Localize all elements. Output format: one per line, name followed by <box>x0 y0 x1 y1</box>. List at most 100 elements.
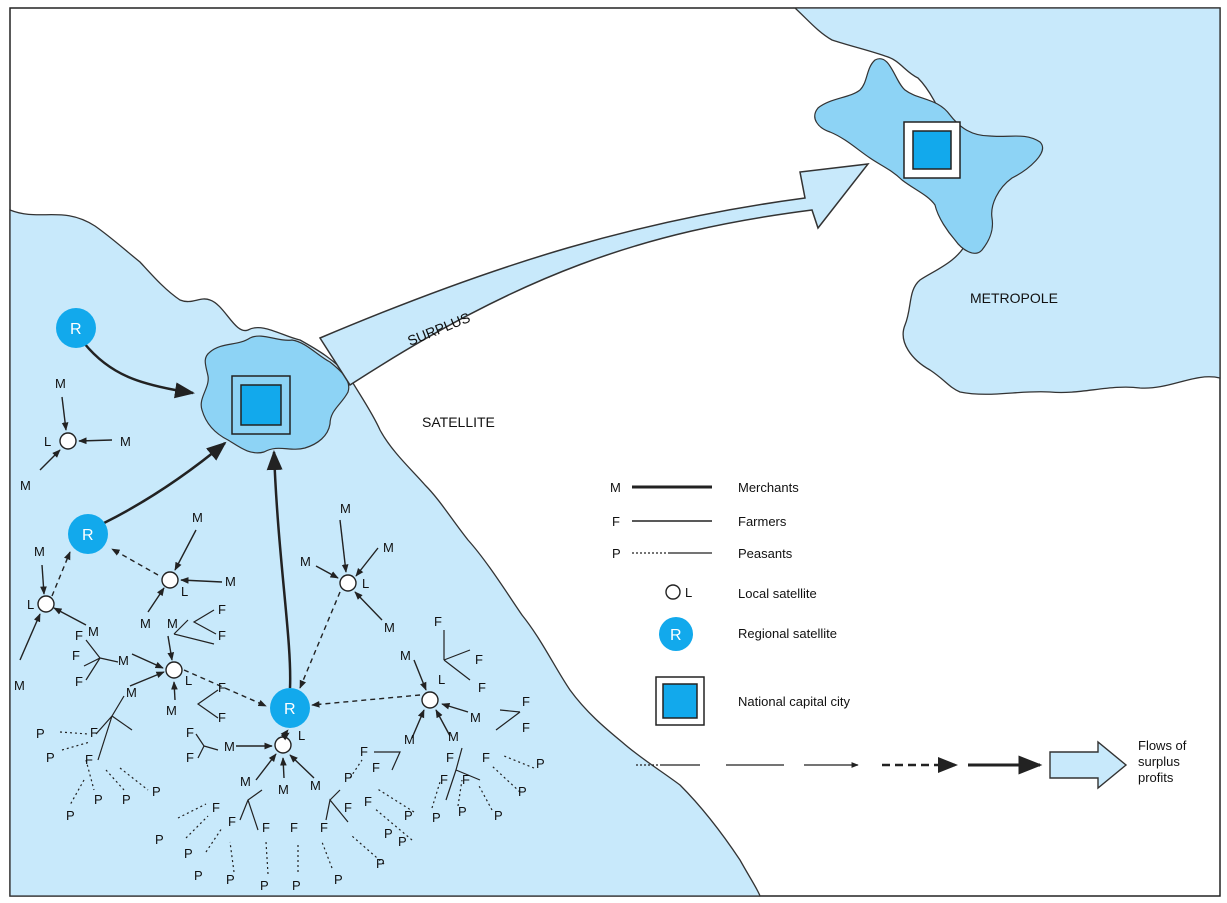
svg-text:F: F <box>482 750 490 765</box>
metropole-region <box>793 7 1221 395</box>
svg-text:P: P <box>494 808 503 823</box>
svg-text:M: M <box>300 554 311 569</box>
svg-text:M: M <box>55 376 66 391</box>
farmer-letters: F F F F F F F F F F F F F F F F F F F F … <box>72 602 530 835</box>
svg-text:P: P <box>458 804 467 819</box>
svg-text:Flows of: Flows of <box>1138 738 1187 753</box>
svg-text:P: P <box>46 750 55 765</box>
svg-text:L: L <box>438 672 445 687</box>
svg-text:F: F <box>440 772 448 787</box>
svg-text:F: F <box>75 674 83 689</box>
svg-text:M: M <box>383 540 394 555</box>
svg-text:P: P <box>122 792 131 807</box>
svg-text:P: P <box>398 834 407 849</box>
svg-text:F: F <box>72 648 80 663</box>
svg-text:L: L <box>44 434 51 449</box>
svg-text:M: M <box>167 616 178 631</box>
svg-text:R: R <box>670 627 682 644</box>
svg-text:P: P <box>260 878 269 893</box>
svg-text:L: L <box>185 673 192 688</box>
svg-text:M: M <box>140 616 151 631</box>
svg-text:F: F <box>364 794 372 809</box>
svg-text:M: M <box>404 732 415 747</box>
svg-text:F: F <box>85 752 93 767</box>
svg-text:F: F <box>434 614 442 629</box>
svg-text:F: F <box>360 744 368 759</box>
svg-text:P: P <box>226 872 235 887</box>
svg-text:M: M <box>20 478 31 493</box>
svg-text:F: F <box>186 725 194 740</box>
svg-text:Peasants: Peasants <box>738 546 793 561</box>
svg-text:F: F <box>262 820 270 835</box>
svg-text:P: P <box>344 770 353 785</box>
regional-satellite-node: R <box>270 688 310 728</box>
svg-text:F: F <box>522 694 530 709</box>
svg-text:P: P <box>152 784 161 799</box>
flow-regional-to-capital-3 <box>266 450 292 689</box>
regional-satellite-node: R <box>68 514 108 554</box>
svg-text:M: M <box>34 544 45 559</box>
svg-text:P: P <box>66 808 75 823</box>
peasant-dotted-branches <box>59 731 535 875</box>
svg-text:F: F <box>612 514 620 529</box>
svg-text:M: M <box>126 685 137 700</box>
svg-text:M: M <box>340 501 351 516</box>
svg-text:National capital city: National capital city <box>738 694 850 709</box>
satellite-label: SATELLITE <box>422 414 495 430</box>
svg-text:P: P <box>155 832 164 847</box>
svg-text:F: F <box>478 680 486 695</box>
svg-text:M: M <box>310 778 321 793</box>
svg-text:F: F <box>290 820 298 835</box>
svg-text:M: M <box>192 510 203 525</box>
svg-text:M: M <box>400 648 411 663</box>
local-satellite-nodes <box>37 432 439 754</box>
svg-text:Farmers: Farmers <box>738 514 787 529</box>
svg-text:Merchants: Merchants <box>738 480 799 495</box>
local-to-regional-flow <box>280 732 290 741</box>
svg-text:M: M <box>384 620 395 635</box>
svg-text:F: F <box>320 820 328 835</box>
svg-text:F: F <box>212 800 220 815</box>
svg-text:surplus: surplus <box>1138 754 1180 769</box>
svg-text:L: L <box>27 597 34 612</box>
svg-text:F: F <box>90 725 98 740</box>
legend: M Merchants F Farmers P Peasants L Local… <box>610 480 1187 790</box>
svg-text:P: P <box>36 726 45 741</box>
svg-text:M: M <box>448 729 459 744</box>
svg-text:R: R <box>284 701 296 718</box>
svg-text:F: F <box>522 720 530 735</box>
svg-text:F: F <box>372 760 380 775</box>
svg-text:Regional satellite: Regional satellite <box>738 626 837 641</box>
svg-text:F: F <box>218 710 226 725</box>
svg-text:M: M <box>610 480 621 495</box>
svg-text:profits: profits <box>1138 770 1174 785</box>
svg-text:P: P <box>518 784 527 799</box>
svg-text:M: M <box>240 774 251 789</box>
flow-regional-to-capital-2 <box>103 441 227 525</box>
surplus-flow-arrow <box>318 163 870 387</box>
peasant-letters: P P P P P P P P P P P P P P P P P P P P … <box>36 726 545 893</box>
svg-text:M: M <box>166 703 177 718</box>
regional-satellite-node: R <box>56 308 96 348</box>
svg-text:L: L <box>362 576 369 591</box>
svg-text:F: F <box>446 750 454 765</box>
svg-text:M: M <box>278 782 289 797</box>
svg-text:F: F <box>462 772 470 787</box>
satellite-capital-icon <box>231 375 291 435</box>
svg-text:F: F <box>186 750 194 765</box>
svg-text:F: F <box>218 680 226 695</box>
svg-text:F: F <box>228 814 236 829</box>
svg-text:P: P <box>612 546 621 561</box>
local-satellite-letters: L L L L L L L <box>27 434 445 743</box>
svg-text:P: P <box>384 826 393 841</box>
svg-text:L: L <box>181 584 188 599</box>
svg-text:L: L <box>298 728 305 743</box>
svg-text:P: P <box>94 792 103 807</box>
svg-text:M: M <box>470 710 481 725</box>
svg-text:M: M <box>120 434 131 449</box>
svg-text:F: F <box>218 602 226 617</box>
svg-text:F: F <box>218 628 226 643</box>
merchant-flows <box>19 396 469 781</box>
svg-text:F: F <box>344 800 352 815</box>
svg-text:M: M <box>118 653 129 668</box>
